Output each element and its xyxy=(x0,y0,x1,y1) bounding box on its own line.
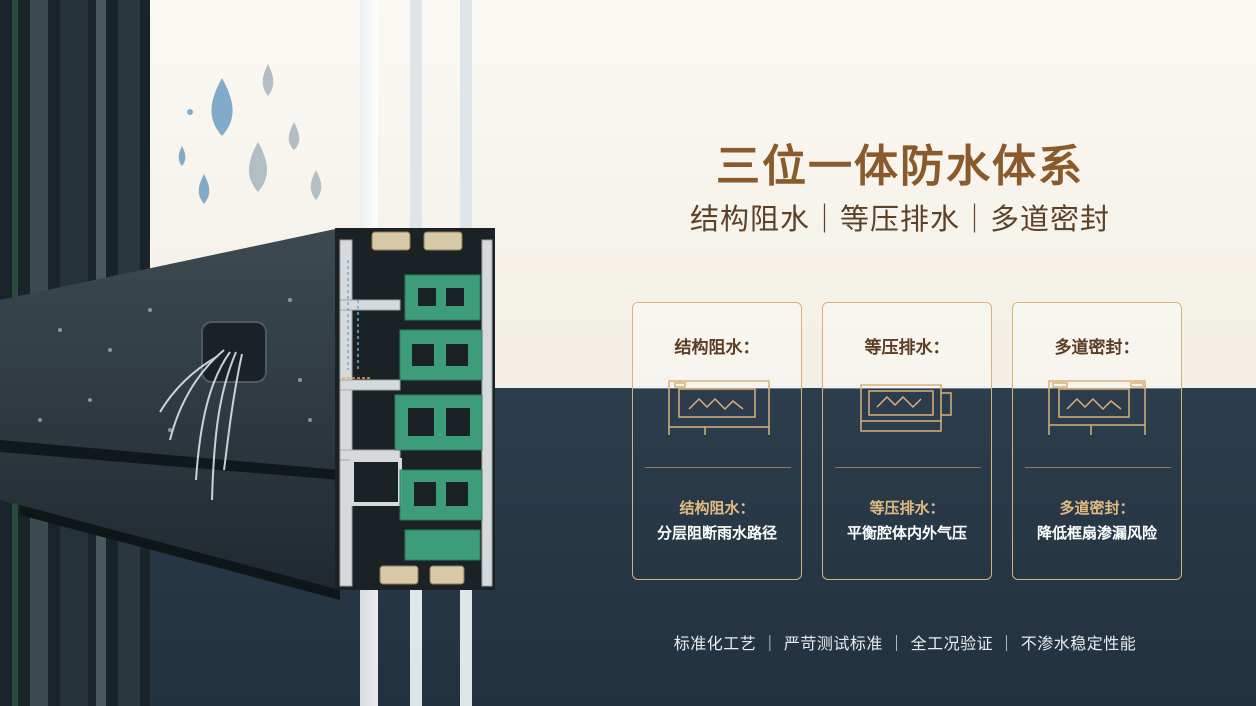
card-caption-text: 分层阻断雨水路径 xyxy=(656,524,777,542)
card-title: 结构阻水： xyxy=(674,338,760,358)
seal-section-icon xyxy=(1048,380,1146,435)
card-title: 等压排水： xyxy=(864,338,950,358)
card-caption-title: 等压排水： xyxy=(869,499,945,517)
card-header-bg xyxy=(633,303,801,389)
feature-card-sealing: 多道密封： 多道密封： 降低框扇渗漏风险 xyxy=(1012,302,1182,580)
window-profile-illustration xyxy=(0,0,495,706)
card-caption-title: 多道密封： xyxy=(1059,499,1135,517)
feature-card-pressure: 等压排水： 等压排水： 平衡腔体内外气压 xyxy=(822,302,992,580)
footer-tagline: 标准化工艺 ｜ 严苛测试标准 ｜ 全工况验证 ｜ 不渗水稳定性能 xyxy=(673,634,1137,653)
pressure-section-icon xyxy=(860,384,952,432)
card-header-bg xyxy=(823,303,991,389)
card-divider xyxy=(645,467,791,468)
card-divider xyxy=(1025,467,1171,468)
card-caption-text: 降低框扇渗漏风险 xyxy=(1036,524,1157,542)
page-subtitle: 结构阻水｜等压排水｜多道密封 xyxy=(689,202,1110,236)
page-title: 三位一体防水体系 xyxy=(716,141,1084,192)
card-caption-text: 平衡腔体内外气压 xyxy=(846,524,967,542)
card-divider xyxy=(835,467,981,468)
card-caption-title: 结构阻水： xyxy=(679,499,755,517)
card-header-bg xyxy=(1013,303,1181,389)
frame-section-icon xyxy=(668,380,770,435)
feature-card-structural: 结构阻水： 结构阻水： 分层阻断雨水路径 xyxy=(632,302,802,580)
card-title: 多道密封： xyxy=(1054,338,1140,358)
